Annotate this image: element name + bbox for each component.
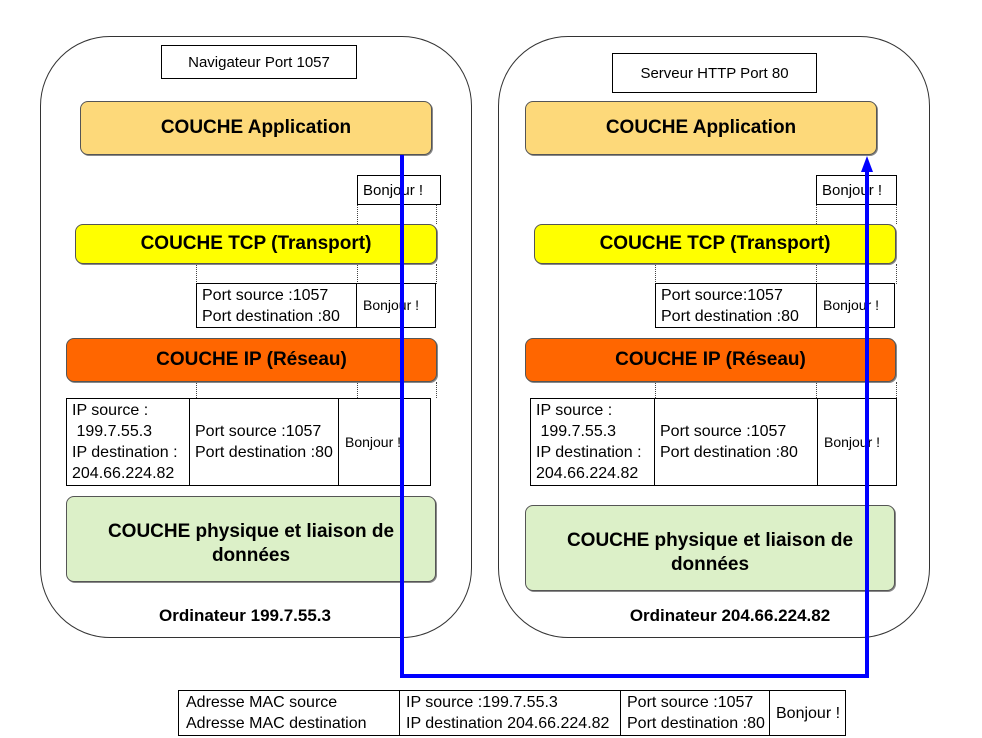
client-guide-line	[357, 264, 358, 284]
frame-payload-text: Bonjour !	[776, 704, 841, 722]
server-ip-source-label: IP source :	[536, 402, 613, 419]
server-physical-layer-label-2: données	[670, 554, 750, 575]
server-ip-header: IP source : 199.7.55.3 IP destination : …	[530, 398, 655, 486]
server-tcp-segment: Port source:1057 Port destination :80 Bo…	[655, 283, 895, 328]
client-guide-line	[357, 204, 358, 224]
client-tcp-header: Port source :1057 Port destination :80	[196, 283, 357, 328]
client-network-layer-label: COUCHE IP (Réseau)	[156, 349, 347, 370]
server-tcp-header: Port source:1057 Port destination :80	[655, 283, 817, 328]
client-ip-port-destination: Port destination :80	[195, 444, 333, 461]
client-computer-caption: Ordinateur 199.7.55.3	[100, 606, 390, 626]
frame-ip-destination: IP destination 204.66.224.82	[406, 715, 610, 732]
frame-ip-header: IP source :199.7.55.3 IP destination 204…	[399, 690, 621, 736]
server-guide-line	[816, 264, 817, 284]
client-ip-packet: IP source : 199.7.55.3 IP destination : …	[66, 398, 431, 486]
client-network-layer: COUCHE IP (Réseau)	[66, 338, 437, 382]
client-tcp-port-source: Port source :1057	[202, 286, 329, 304]
server-guide-line	[816, 204, 817, 224]
client-ip-destination-label: IP destination :	[72, 444, 178, 461]
server-process-label: Serveur HTTP Port 80	[612, 53, 817, 93]
server-ip-destination-label: IP destination :	[536, 444, 642, 461]
client-guide-line	[196, 264, 197, 284]
frame-mac-destination: Adresse MAC destination	[186, 715, 367, 732]
frame-mac-source: Adresse MAC source	[186, 694, 338, 711]
client-app-payload: Bonjour !	[357, 175, 441, 205]
frame-tcp-header: Port source :1057 Port destination :80	[620, 690, 770, 736]
server-transport-layer-label: COUCHE TCP (Transport)	[599, 233, 831, 254]
frame-mac-header: Adresse MAC source Adresse MAC destinati…	[178, 690, 400, 736]
server-tcp-port-source: Port source:1057	[661, 286, 783, 304]
frame-port-destination: Port destination :80	[627, 715, 765, 732]
client-tcp-port-destination: Port destination :80	[202, 307, 340, 325]
client-application-layer: COUCHE Application	[80, 101, 432, 155]
server-tcp-port-destination: Port destination :80	[661, 307, 799, 325]
server-physical-layer-label-1: COUCHE physique et liaison de	[566, 530, 854, 551]
server-network-layer-label: COUCHE IP (Réseau)	[615, 349, 806, 370]
client-ip-destination-value: 204.66.224.82	[72, 465, 175, 482]
client-ip-source-label: IP source :	[72, 402, 149, 419]
server-app-payload: Bonjour !	[816, 175, 897, 205]
client-guide-line	[196, 382, 197, 398]
server-ip-payload: Bonjour !	[817, 398, 897, 486]
client-physical-layer-label-2: données	[211, 545, 291, 566]
client-ip-tcp-header: Port source :1057 Port destination :80	[189, 398, 339, 486]
client-app-payload-text: Bonjour !	[363, 181, 424, 199]
server-physical-layer: COUCHE physique et liaison de données	[525, 505, 895, 591]
server-ip-packet: IP source : 199.7.55.3 IP destination : …	[530, 398, 897, 486]
server-guide-line	[655, 264, 656, 284]
client-ip-payload-text: Bonjour !	[345, 433, 402, 450]
client-guide-line	[357, 382, 358, 398]
client-application-layer-label: COUCHE Application	[160, 117, 352, 138]
server-tcp-payload-text: Bonjour !	[823, 297, 880, 313]
server-ip-destination-value: 204.66.224.82	[536, 465, 639, 482]
server-transport-layer: COUCHE TCP (Transport)	[534, 224, 896, 264]
server-guide-line	[655, 382, 656, 398]
server-application-layer: COUCHE Application	[525, 101, 877, 155]
server-computer-caption-text: Ordinateur 204.66.224.82	[629, 606, 831, 625]
frame-payload: Bonjour !	[769, 690, 846, 736]
client-tcp-payload: Bonjour !	[356, 283, 436, 328]
client-physical-layer-label-1: COUCHE physique et liaison de	[107, 521, 395, 542]
server-ip-tcp-header: Port source :1057 Port destination :80	[654, 398, 818, 486]
server-guide-line	[816, 382, 817, 398]
client-guide-line	[436, 264, 437, 284]
client-process-label-text: Navigateur Port 1057	[188, 53, 330, 71]
server-ip-payload-text: Bonjour !	[824, 433, 881, 450]
frame-port-source: Port source :1057	[627, 694, 754, 711]
server-guide-line	[896, 382, 897, 398]
client-guide-line	[436, 382, 437, 398]
client-ip-source-value: 199.7.55.3	[72, 423, 153, 440]
client-ip-port-source: Port source :1057	[195, 423, 322, 440]
server-network-layer: COUCHE IP (Réseau)	[525, 338, 896, 382]
client-computer-caption-text: Ordinateur 199.7.55.3	[159, 606, 331, 625]
server-application-layer-label: COUCHE Application	[605, 117, 797, 138]
server-tcp-payload: Bonjour !	[816, 283, 895, 328]
server-process-label-text: Serveur HTTP Port 80	[640, 64, 789, 82]
client-physical-layer: COUCHE physique et liaison de données	[66, 496, 436, 582]
client-transport-layer: COUCHE TCP (Transport)	[75, 224, 437, 264]
client-process-label: Navigateur Port 1057	[161, 45, 357, 79]
server-app-payload-text: Bonjour !	[822, 181, 883, 199]
ethernet-frame: Adresse MAC source Adresse MAC destinati…	[178, 690, 846, 736]
server-guide-line	[896, 264, 897, 284]
server-ip-source-value: 199.7.55.3	[536, 423, 617, 440]
client-ip-payload: Bonjour !	[338, 398, 431, 486]
frame-ip-source: IP source :199.7.55.3	[406, 694, 558, 711]
client-tcp-payload-text: Bonjour !	[363, 297, 420, 313]
client-tcp-segment: Port source :1057 Port destination :80 B…	[196, 283, 436, 328]
server-ip-port-source: Port source :1057	[660, 423, 787, 440]
server-ip-port-destination: Port destination :80	[660, 444, 798, 461]
client-ip-header: IP source : 199.7.55.3 IP destination : …	[66, 398, 190, 486]
client-transport-layer-label: COUCHE TCP (Transport)	[140, 233, 372, 254]
server-computer-caption: Ordinateur 204.66.224.82	[580, 606, 880, 626]
